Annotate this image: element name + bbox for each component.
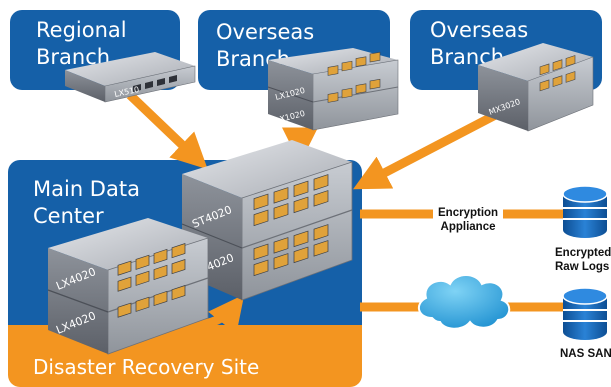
main-data-center-label: Main Data Center [33, 177, 140, 228]
arrow-overseas2-to-main [353, 106, 508, 190]
arrow-regional-to-main [126, 91, 208, 170]
regional-branch-label: Regional Branch [36, 18, 127, 69]
regional-server: LX510 [65, 52, 196, 103]
encrypted-raw-logs-db-icon [562, 185, 608, 238]
overseas-server-1: LX1020 LX1020 [267, 48, 399, 131]
disaster-recovery-label: Disaster Recovery Site [33, 355, 260, 379]
main-server: ST4020 ST4020 [181, 140, 353, 301]
nas-san-label: NAS SAN [560, 348, 611, 360]
overseas-branch-label-2: Overseas Branch [430, 18, 529, 69]
nas-san-db-icon [562, 287, 608, 340]
cloud-icon [417, 274, 511, 330]
overseas-server-2: MX3020 [478, 43, 594, 132]
encryption-appliance-label: Encryption Appliance [433, 206, 504, 234]
encrypted-raw-logs-label: Encrypted Raw Logs [555, 247, 611, 273]
dr-server: LX4020 LX4020 [47, 218, 209, 355]
